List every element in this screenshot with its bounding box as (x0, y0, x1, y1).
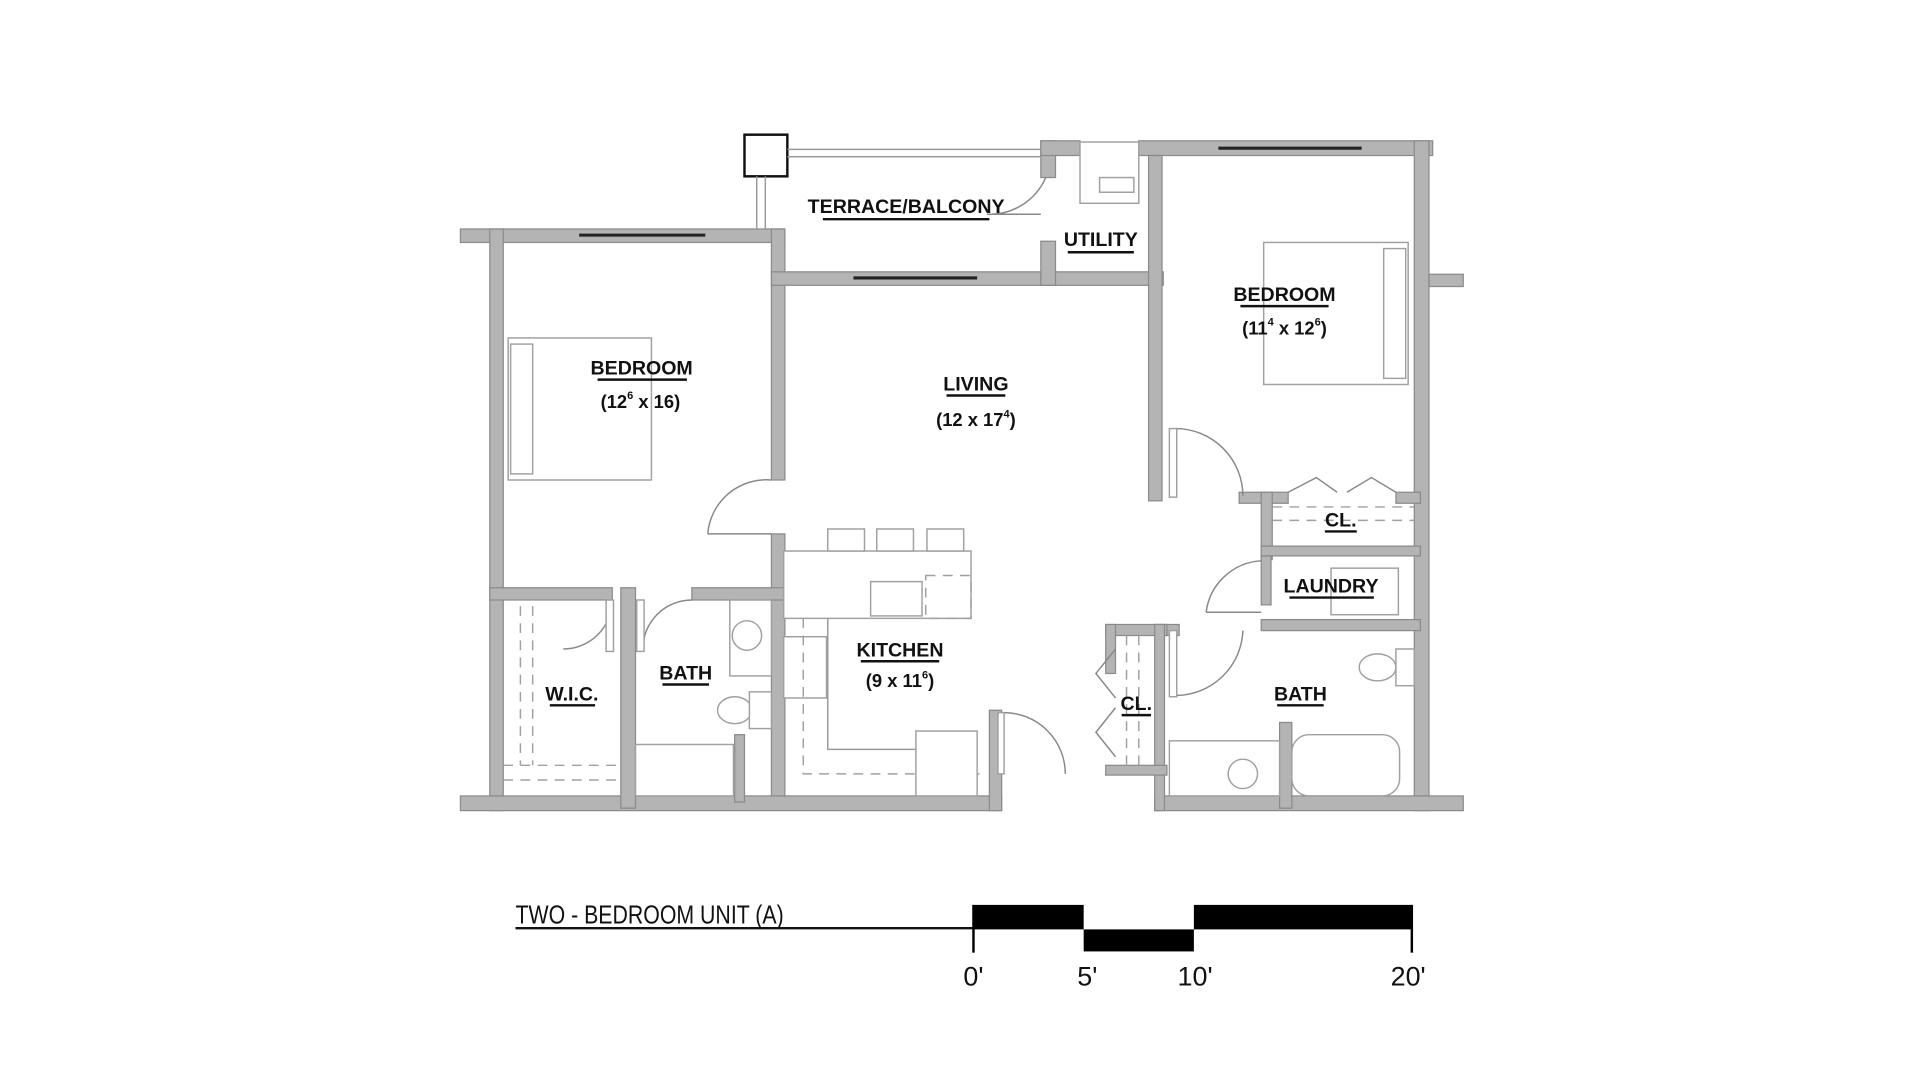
scale-bar: 0' 5' 10' 20' (963, 904, 1426, 992)
room-label: LAUNDRY (1284, 576, 1379, 598)
room-label: BEDROOM (1233, 284, 1335, 306)
room-bedroom-2: BEDROOM (114 x 126) (1233, 284, 1335, 338)
room-closet-1: CL. (1324, 510, 1357, 533)
room-bedroom-1: BEDROOM (126 x 16) (591, 358, 693, 412)
room-dimensions: (12 x 174) (936, 409, 1016, 431)
plan-title: TWO - BEDROOM UNIT (A) (516, 901, 784, 929)
room-label: CL. (1121, 693, 1153, 715)
room-wic: W.I.C. (545, 683, 598, 707)
room-label: W.I.C. (545, 683, 598, 705)
room-laundry: LAUNDRY (1284, 576, 1379, 599)
fixtures (503, 141, 1416, 797)
room-utility: UTILITY (1064, 229, 1138, 254)
walls (459, 140, 1464, 812)
room-label: UTILITY (1064, 229, 1138, 251)
scale-tick-label: 5' (1077, 962, 1097, 992)
room-dimensions: (126 x 16) (601, 390, 681, 412)
room-label: CL. (1325, 510, 1357, 532)
room-terrace: TERRACE/BALCONY (808, 196, 1005, 221)
room-living: LIVING (12 x 174) (936, 374, 1016, 431)
scale-tick-label: 0' (963, 962, 983, 992)
room-kitchen: KITCHEN (9 x 116) (856, 639, 943, 691)
room-closet-2: CL. (1121, 693, 1153, 717)
room-label: BATH (659, 663, 712, 685)
windows (579, 146, 1362, 280)
room-bath-1: BATH (659, 663, 712, 686)
room-dimensions: (114 x 126) (1242, 317, 1327, 339)
scale-tick-label: 20' (1391, 962, 1426, 992)
plan-title-block: TWO - BEDROOM UNIT (A) (516, 901, 974, 930)
room-bath-2: BATH (1274, 683, 1327, 707)
room-label: LIVING (943, 374, 1008, 396)
terrace-railing (743, 133, 1041, 229)
scale-tick-label: 10' (1178, 962, 1213, 992)
room-dimensions: (9 x 116) (866, 669, 934, 691)
doors (563, 177, 1397, 775)
room-label: BEDROOM (591, 358, 693, 380)
room-label: BATH (1274, 683, 1327, 705)
room-label: TERRACE/BALCONY (808, 196, 1005, 218)
room-labels: BEDROOM (126 x 16) TERRACE/BALCONY UTILI… (545, 196, 1379, 717)
room-label: KITCHEN (856, 639, 943, 661)
